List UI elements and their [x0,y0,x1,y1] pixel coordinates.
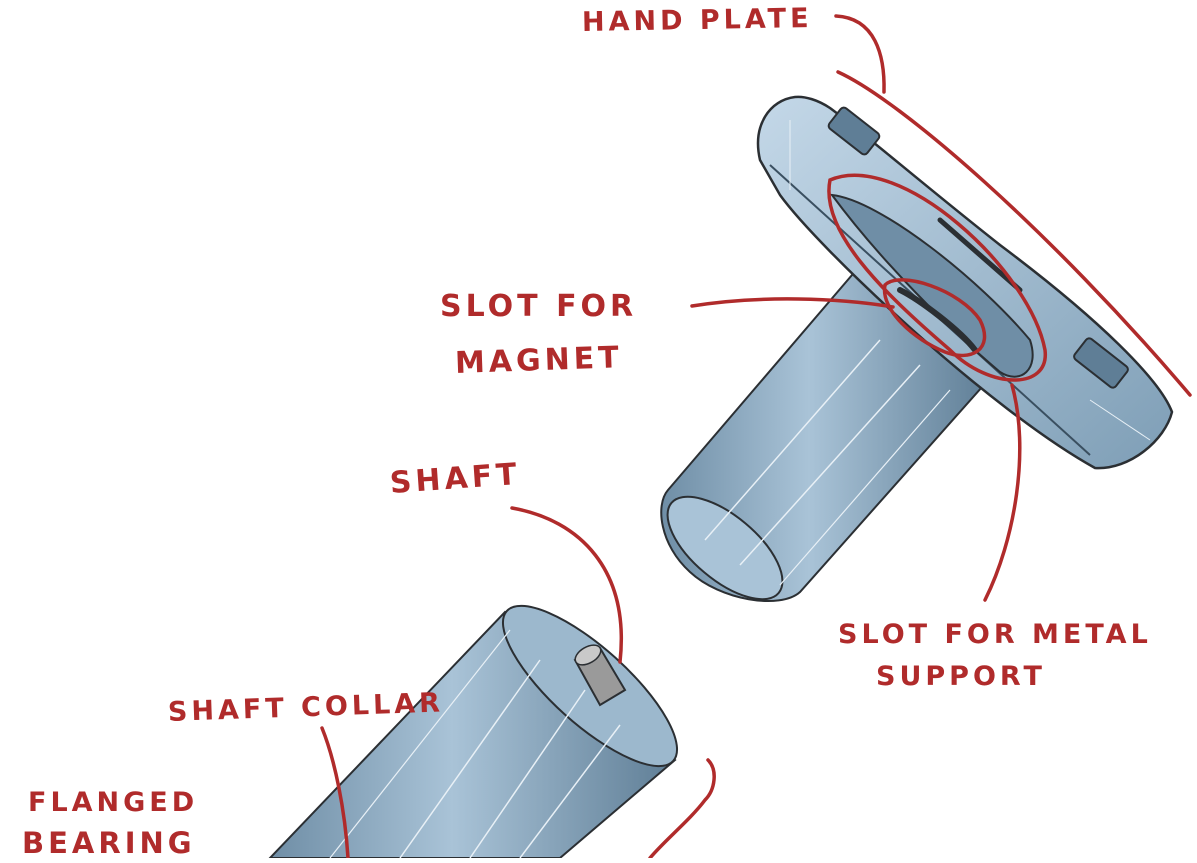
shaft-collar-leader [320,726,350,860]
hand-plate-leader [834,14,886,94]
bearing-bracket [648,758,716,860]
slot-for-metal-support-label-line1: SLOT FOR METAL [838,619,1152,650]
shaft-end-face [666,495,784,601]
slot-for-magnet-label-line2: MAGNET [454,340,624,381]
metal-support-circle [827,173,1047,382]
slot-for-magnet-leader [690,297,895,309]
flanged-bearing-label-line2: BEARING [22,826,196,860]
shaft-collar-screw [573,644,627,707]
flanged-bearing-label-line1: FLANGED [28,787,199,818]
shaft-leader [510,506,623,664]
hand-plate-label: HAND PLATE [581,2,813,38]
hand-plate-bracket [836,70,1192,397]
shaft-part [660,266,992,603]
annotation-strokes [320,14,1192,860]
magnet-circle [882,278,987,358]
slot-for-metal-support-label-line2: SUPPORT [876,661,1046,692]
slot-for-metal-support-leader [983,383,1022,602]
slot-for-magnet-label-line1: SLOT FOR [440,289,638,324]
